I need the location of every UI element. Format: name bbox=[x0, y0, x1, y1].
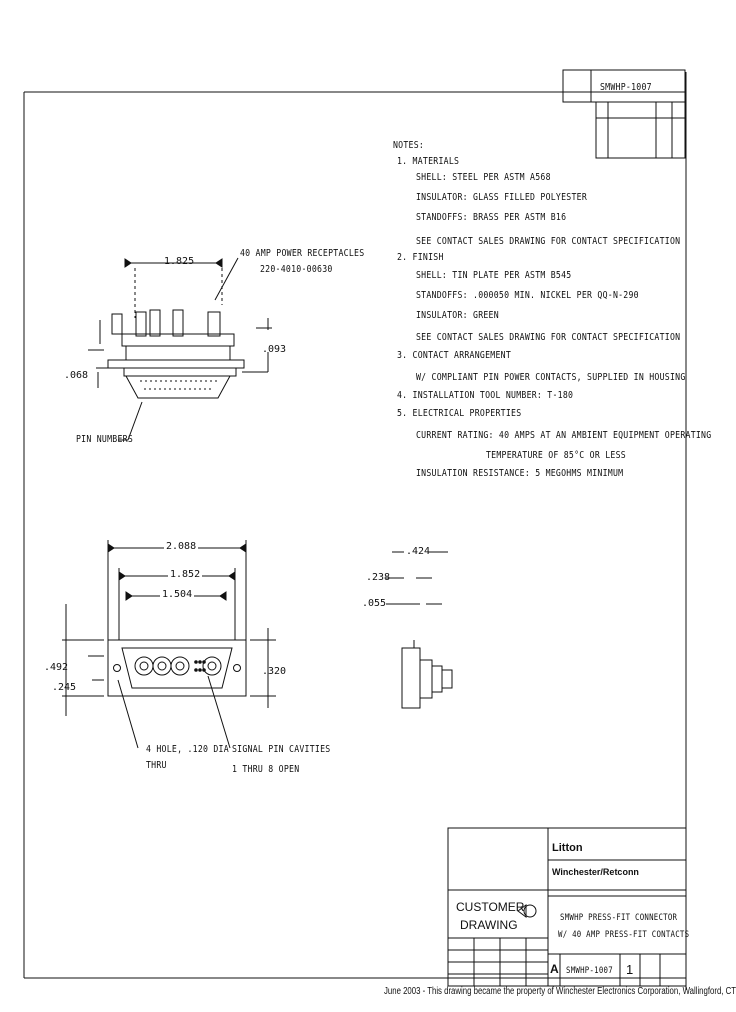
notes-heading: NOTES: bbox=[393, 140, 425, 151]
callout-power-pn: 220-4010-00630 bbox=[260, 264, 333, 275]
drawing-linework bbox=[23, 69, 687, 990]
customer-line-2: DRAWING bbox=[460, 918, 518, 932]
note-line: SEE CONTACT SALES DRAWING FOR CONTACT SP… bbox=[416, 332, 681, 343]
dim-a: 1.852 bbox=[168, 569, 203, 580]
detail-dim-2: .238 bbox=[366, 572, 391, 583]
dim-right: .093 bbox=[262, 344, 287, 355]
division-name: Winchester/Retconn bbox=[552, 867, 639, 877]
note-line: INSULATOR: GLASS FILLED POLYESTER bbox=[416, 192, 588, 203]
note-line: SEE CONTACT SALES DRAWING FOR CONTACT SP… bbox=[416, 236, 681, 247]
note-line: INSULATOR: GREEN bbox=[416, 310, 499, 321]
detail-dim-1: .424 bbox=[406, 546, 431, 557]
note-line: W/ COMPLIANT PIN POWER CONTACTS, SUPPLIE… bbox=[416, 372, 686, 383]
header-part-number: SMWHP-1007 bbox=[600, 82, 652, 93]
drawing-title-1: SMWHP PRESS-FIT CONNECTOR bbox=[560, 913, 678, 923]
company-logo: Litton bbox=[552, 842, 583, 854]
dim-height: .492 bbox=[44, 662, 69, 673]
note-line: CURRENT RATING: 40 AMPS AT AN AMBIENT EQ… bbox=[416, 430, 712, 441]
callout-signal-open: 1 THRU 8 OPEN bbox=[232, 764, 300, 775]
dim-b: 1.504 bbox=[160, 589, 195, 600]
sheet-number: 1 bbox=[626, 962, 634, 977]
note-line: 1. MATERIALS bbox=[397, 156, 460, 167]
note-line: STANDOFFS: BRASS PER ASTM B16 bbox=[416, 212, 567, 223]
note-line: 5. ELECTRICAL PROPERTIES bbox=[397, 408, 522, 419]
dim-top: 1.825 bbox=[164, 256, 195, 267]
note-line: 2. FINISH bbox=[397, 252, 444, 263]
customer-line-1: CUSTOMER bbox=[456, 900, 525, 914]
note-line: SHELL: TIN PLATE PER ASTM B545 bbox=[416, 270, 572, 281]
dim-overall: 2.088 bbox=[164, 541, 199, 552]
footer-note: June 2003 - This drawing became the prop… bbox=[384, 986, 736, 997]
note-line: STANDOFFS: .000050 MIN. NICKEL PER QQ-N-… bbox=[416, 290, 639, 301]
note-line: 3. CONTACT ARRANGEMENT bbox=[397, 350, 512, 361]
callout-power: 40 AMP POWER RECEPTACLES bbox=[240, 248, 365, 259]
callout-pin-numbers: PIN NUMBERS bbox=[76, 434, 134, 445]
drawing-number: SMWHP-1007 bbox=[566, 966, 613, 976]
dim-height-half: .245 bbox=[52, 682, 77, 693]
callout-holes-thru: THRU bbox=[146, 760, 167, 771]
dim-right-front: .320 bbox=[262, 666, 287, 677]
note-line: TEMPERATURE OF 85°C OR LESS bbox=[486, 450, 626, 461]
callout-holes: 4 HOLE, .120 DIA bbox=[146, 744, 229, 755]
note-line: SHELL: STEEL PER ASTM A568 bbox=[416, 172, 551, 183]
dim-left: .068 bbox=[64, 370, 89, 381]
detail-dim-3: .055 bbox=[362, 598, 387, 609]
callout-signal: SIGNAL PIN CAVITIES bbox=[232, 744, 331, 755]
note-line: 4. INSTALLATION TOOL NUMBER: T-180 bbox=[397, 390, 574, 401]
drawing-size: A bbox=[550, 962, 559, 976]
drawing-title-2: W/ 40 AMP PRESS-FIT CONTACTS bbox=[558, 930, 690, 940]
note-line: INSULATION RESISTANCE: 5 MEGOHMS MINIMUM bbox=[416, 468, 624, 479]
